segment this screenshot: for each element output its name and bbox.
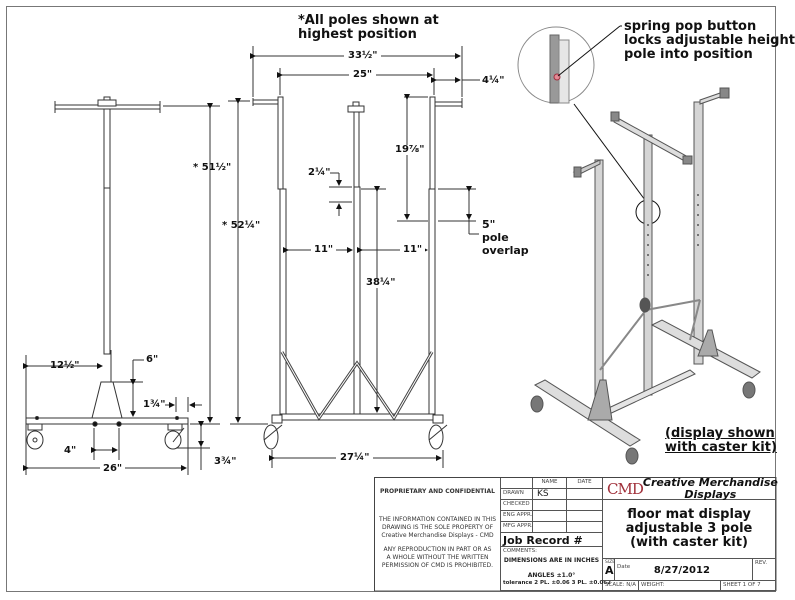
caster-caption: (display shown with caster kit) [665,427,777,455]
company-name-line: Displays [684,487,737,501]
size-label: SIZE [605,560,616,565]
size-value: A [605,564,614,577]
drawing-title-line: floor mat display [627,507,751,522]
mfg-appr-name [533,522,567,533]
reproduction-line: PERMISSION OF CMD IS PROHIBITED. [381,562,494,569]
approval-header-blank [501,478,533,489]
title-block: PROPRIETARY AND CONFIDENTIAL THE INFORMA… [374,475,778,591]
proprietary-line: THE INFORMATION CONTAINED IN THIS [378,516,497,523]
dim-height-total: * 52¼" [222,220,261,231]
row-label-drawn: DRAWN [501,489,533,500]
callout-line: spring pop button [624,19,757,34]
dim-base-width: 4" [64,445,77,456]
size-cell: SIZE A [603,559,615,581]
dim-overall-width-front: 33½" [344,51,382,61]
date-cell: Date 8/27/2012 [615,559,753,581]
date-label: Date [617,564,631,570]
proprietary-notice: PROPRIETARY AND CONFIDENTIAL THE INFORMA… [375,478,501,591]
pole-overlap-value: 5" [482,218,496,231]
dimensions-note: DIMENSIONS ARE IN INCHES [503,557,600,564]
dim-arm-overhang: 4¼" [482,75,505,86]
linear-tolerance: tolerance 2 PL. ±0.06 3 PL. ±0.062 [503,580,611,586]
company-name-line: Creative Merchandise [642,475,778,489]
date-value: 8/27/2012 [653,565,710,576]
callout-line: locks adjustable height [624,33,795,48]
comments-label: COMMENTS: [503,548,537,554]
name-column-header: NAME [533,478,567,489]
dim-overall-width-side: 26" [100,464,126,474]
reproduction-line: ANY REPRODUCTION IN PART OR AS [383,546,492,553]
proprietary-line: DRAWING IS THE SOLE PROPERTY OF [381,524,494,531]
dim-height-top: * 51½" [193,162,232,173]
row-label-mfg-appr: MFG APPR. [501,522,533,533]
dim-base-height: 6" [146,354,159,365]
checked-name [533,500,567,511]
poles-note: *All poles shown at highest position [298,14,439,42]
rev-cell: REV. [753,559,776,581]
mfg-appr-date [567,522,603,533]
spring-button-callout: spring pop button locks adjustable heigh… [624,20,795,62]
dim-arm-length: 12½" [50,360,80,371]
drawn-name: KS [533,489,567,500]
front-view [250,46,480,468]
dim-pole-gap: 2¼" [308,167,331,178]
sheet-cell: SHEET 1 OF 7 [721,581,776,591]
comments-box: COMMENTS: DIMENSIONS ARE IN INCHES ANGLE… [501,547,611,591]
reproduction-line: A WHOLE WITHOUT THE WRITTEN [386,554,489,561]
cmd-logo: CMD [607,479,644,498]
angles-tolerance: ANGLES ±1.0° [527,572,576,579]
row-label-checked: CHECKED [501,500,533,511]
dim-caster-height: 3¾" [214,456,237,467]
isometric-view [517,25,761,465]
callout-line: pole into position [624,47,753,62]
job-record: Job Record # [501,533,603,547]
dim-pole-spacing: 25" [349,70,377,80]
dim-base-length: 27¼" [336,453,374,463]
checked-date [567,500,603,511]
proprietary-line: Creative Merchandise Displays - CMD [381,532,494,539]
scale-cell: SCALE: N/A [603,581,639,591]
pole-overlap-text: overlap [482,244,529,257]
dim-upper-pole: 19⅞" [395,144,425,155]
pole-overlap-note: 5" pole overlap [482,218,529,257]
dim-left-spacing: 11" [311,245,337,255]
eng-appr-date [567,511,603,522]
title-block-lines [374,477,777,592]
row-label-eng-appr: ENG APPR. [501,511,533,522]
dim-lower-pole: 38¼" [366,277,396,288]
drawing-title: floor mat display adjustable 3 pole (wit… [603,500,776,559]
dim-right-spacing: 11" [400,245,426,255]
pole-overlap-text: pole [482,231,509,244]
dim-base-offset: 1¾" [143,399,166,410]
caption-line: (display shown [665,426,775,441]
caption-line: with caster kit) [665,440,777,455]
company-name: Creative Merchandise Displays [642,475,778,501]
drawing-title-line: adjustable 3 pole [625,521,753,536]
weight-cell: WEIGHT: [639,581,721,591]
poles-note-line: *All poles shown at [298,13,439,28]
poles-note-line: highest position [298,27,417,42]
drawn-date [567,489,603,500]
side-view [23,96,268,475]
eng-appr-name [533,511,567,522]
date-column-header: DATE [567,478,603,489]
drawing-title-line: (with caster kit) [630,535,748,550]
company-header: CMD Creative Merchandise Displays [603,475,778,501]
proprietary-heading: PROPRIETARY AND CONFIDENTIAL [380,488,495,495]
